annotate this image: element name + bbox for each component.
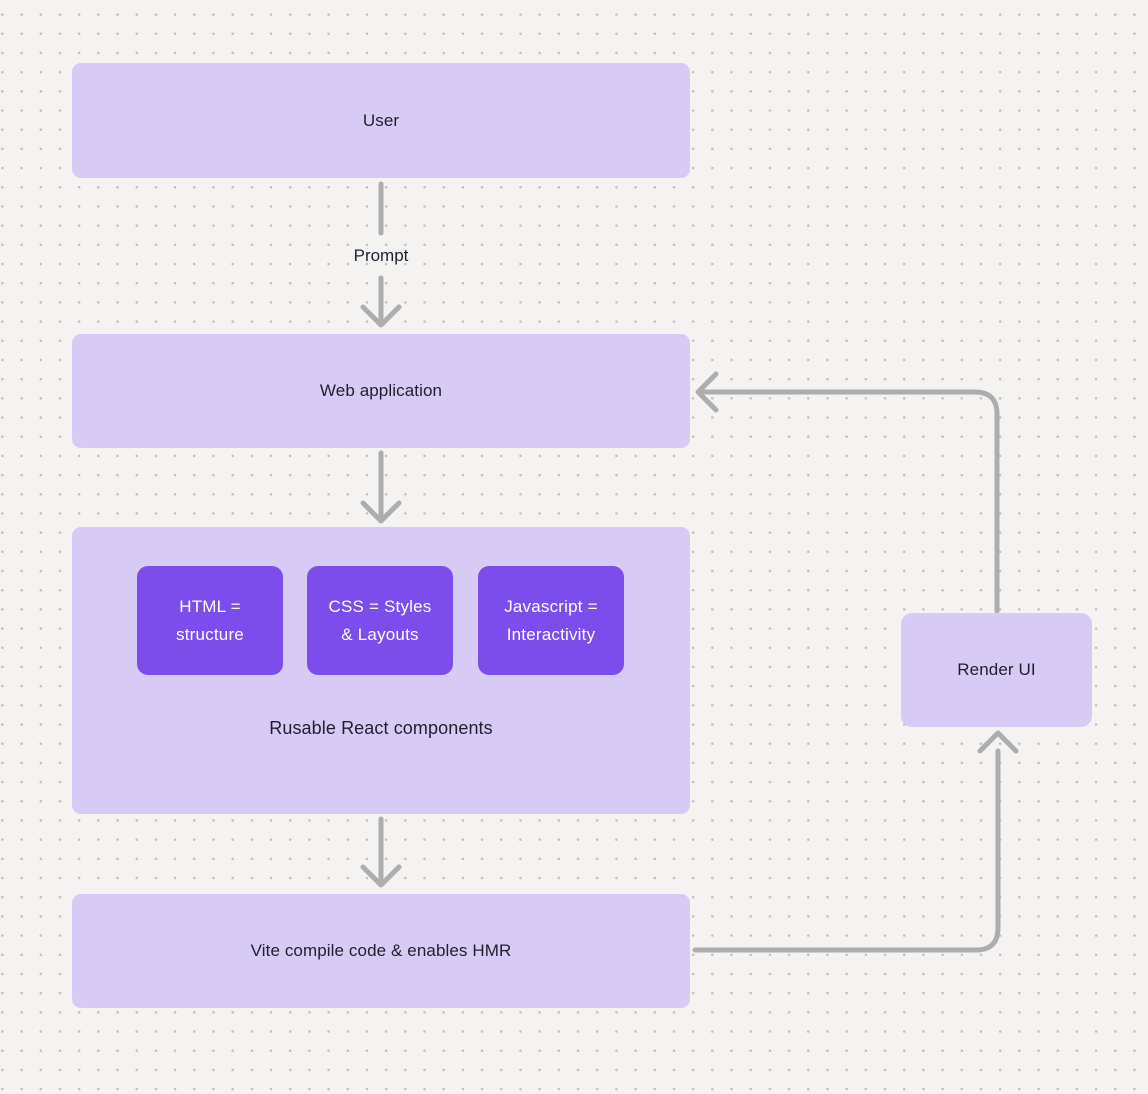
arrowhead-down-icon bbox=[360, 864, 402, 888]
node-html-label: HTML = structure bbox=[176, 596, 244, 644]
arrowhead-up-icon bbox=[977, 730, 1019, 754]
node-user-label: User bbox=[362, 110, 400, 130]
arrowhead-left-icon bbox=[695, 371, 719, 413]
node-web-application[interactable]: Web application bbox=[72, 334, 690, 448]
arrowhead-down-icon bbox=[360, 304, 402, 328]
connector-renderui-to-webapp[interactable] bbox=[695, 371, 1000, 614]
node-html[interactable]: HTML = structure bbox=[137, 566, 283, 675]
connector-components-to-vite[interactable] bbox=[360, 816, 402, 888]
connector-webapp-to-components[interactable] bbox=[360, 450, 402, 524]
node-javascript[interactable]: Javascript = Interactivity bbox=[478, 566, 624, 675]
node-render-ui-label: Render UI bbox=[957, 660, 1036, 679]
node-vite[interactable]: Vite compile code & enables HMR bbox=[72, 894, 690, 1008]
node-render-ui[interactable]: Render UI bbox=[901, 613, 1092, 727]
connector-line[interactable] bbox=[701, 389, 1000, 614]
connector-user-to-webapp[interactable] bbox=[360, 181, 402, 328]
node-react-components-group[interactable]: HTML = structure CSS = Styles & Layouts … bbox=[72, 527, 690, 814]
react-components-caption: Rusable React components bbox=[269, 718, 493, 738]
arrowhead-down-icon bbox=[360, 500, 402, 524]
node-user[interactable]: User bbox=[72, 63, 690, 178]
node-css-label: CSS = Styles & Layouts bbox=[328, 596, 432, 644]
connector-vite-to-renderui[interactable] bbox=[692, 730, 1019, 953]
node-vite-label: Vite compile code & enables HMR bbox=[250, 941, 512, 960]
connector-line[interactable] bbox=[692, 748, 1001, 953]
node-css[interactable]: CSS = Styles & Layouts bbox=[307, 566, 453, 675]
node-javascript-label: Javascript = Interactivity bbox=[504, 596, 598, 644]
node-web-application-label: Web application bbox=[319, 381, 443, 400]
edge-label-prompt: Prompt bbox=[353, 246, 409, 265]
